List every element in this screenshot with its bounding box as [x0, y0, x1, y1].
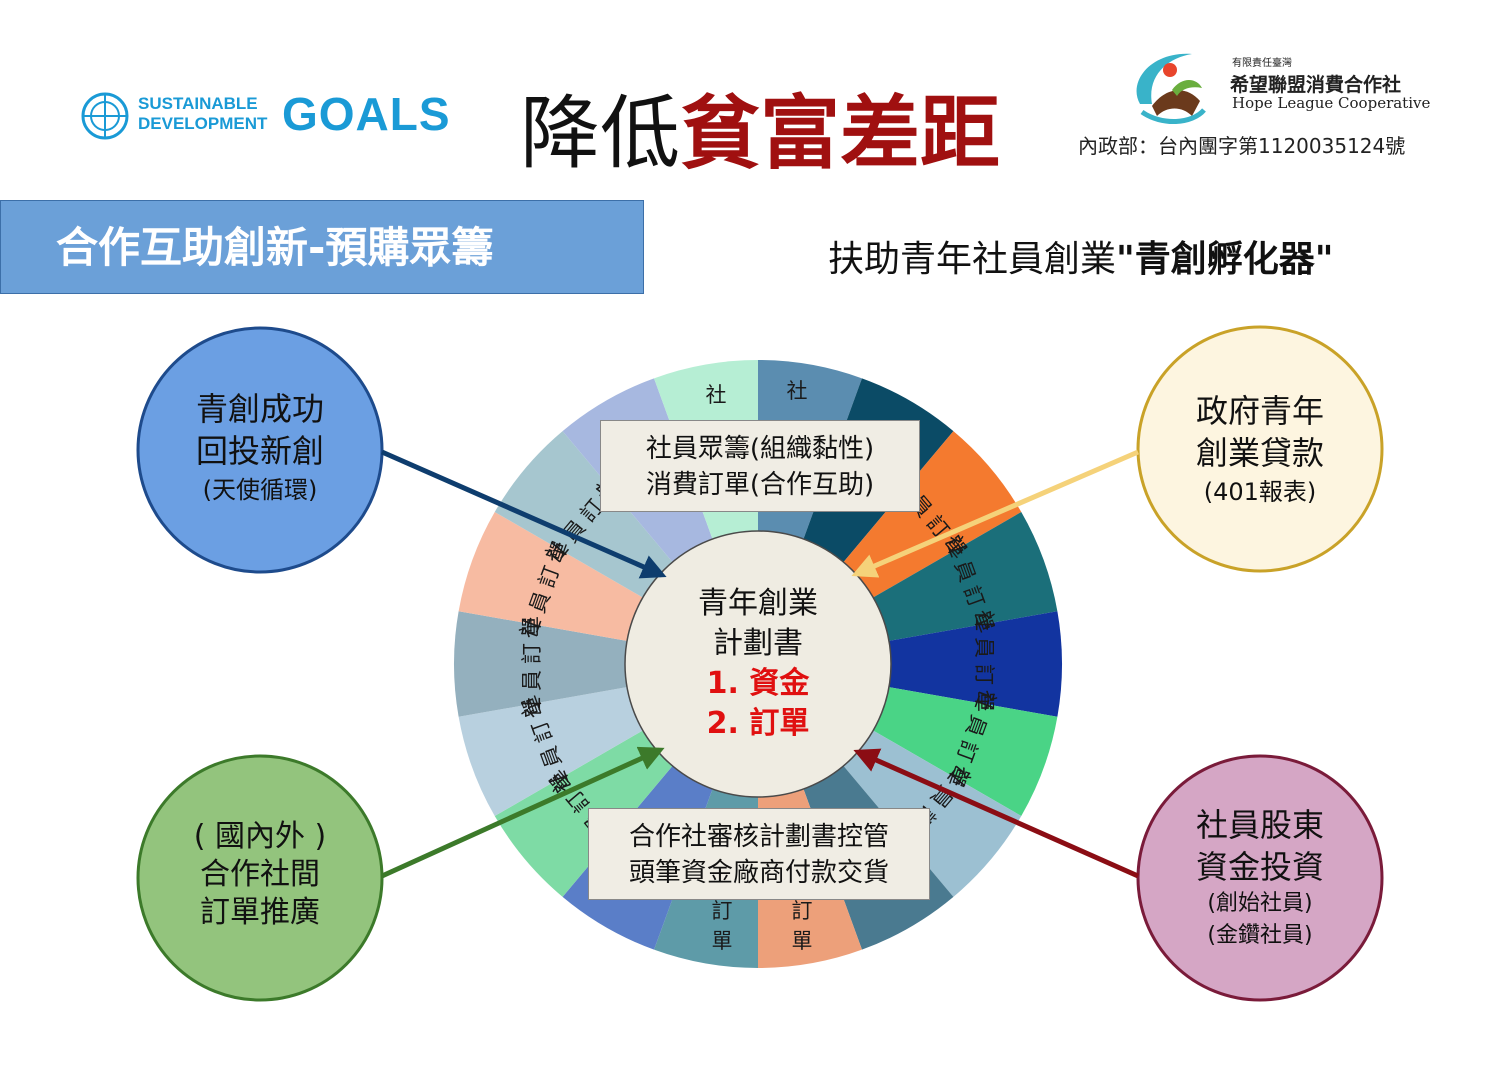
bubble-bottom-left — [136, 754, 384, 1002]
bubble-top-left-text: 青創成功 回投新創 (天使循環) — [138, 388, 382, 508]
center-line1: 青年創業 — [698, 586, 818, 621]
arrow-top-right — [851, 449, 1139, 578]
bottom-info-box: 合作社審核計劃書控管 頭筆資金廠商付款交貨 — [588, 808, 930, 900]
bubble-top-left — [136, 326, 384, 574]
bubble-top-left-line3: (天使循環) — [202, 476, 318, 504]
subtitle-bold: "青創孵化器" — [1116, 239, 1334, 280]
un-emblem-icon — [81, 92, 129, 140]
bubble-top-right-line2: 創業貸款 — [1195, 434, 1324, 472]
bubble-top-right-line1: 政府青年 — [1195, 392, 1324, 430]
arrow-bottom-right — [853, 748, 1140, 879]
sdg-logo: SUSTAINABLE DEVELOPMENT GOALS — [80, 90, 450, 140]
bubble-bottom-right-line1: 社員股東 — [1195, 806, 1324, 844]
title-red: 貧富差距 — [680, 87, 1000, 180]
bubble-top-left-line2: 回投新創 — [195, 432, 324, 470]
bubble-bottom-right-line2: 資金投資 — [1195, 848, 1324, 886]
wedge-13 — [453, 611, 758, 717]
top-info-box: 社員眾籌(組織黏性) 消費訂單(合作互助) — [600, 420, 920, 512]
bubble-bottom-right — [1136, 754, 1384, 1002]
wedge-label-top-b: 社 — [787, 379, 808, 403]
bubble-bottom-left-text: ( 國內外 ) 合作社間 訂單推廣 — [138, 818, 382, 932]
wedge-label-13: 社員訂單 — [520, 610, 544, 718]
sdg-line2: DEVELOPMENT — [138, 114, 268, 133]
arrow-top-left — [380, 449, 667, 579]
center-circle — [624, 530, 892, 798]
bubble-top-left-line1: 青創成功 — [195, 390, 324, 428]
coop-small-text: 有限責任臺灣 — [1232, 58, 1292, 69]
subtitle: 扶助青年社員創業"青創孵化器" — [828, 230, 1334, 282]
wedge-label-bottom-b: 訂單 — [792, 899, 813, 953]
arrow-bottom-left — [380, 746, 665, 879]
page-title: 降低貧富差距 — [520, 88, 1000, 180]
bubble-bottom-left-line3: 訂單推廣 — [200, 895, 320, 930]
arrows — [380, 449, 1140, 879]
center-item2: 2. 訂單 — [706, 706, 810, 741]
coop-logo: 有限責任臺灣 希望聯盟消費合作社 Hope League Cooperative — [1122, 46, 1442, 126]
bubble-bottom-left-line1: ( 國內外 ) — [193, 819, 327, 854]
wedge-4 — [758, 611, 1063, 717]
top-box-line2: 消費訂單(合作互助) — [645, 470, 875, 500]
coop-name-en: Hope League Cooperative — [1232, 94, 1431, 112]
coop-emblem-icon — [1136, 53, 1206, 125]
bottom-box-line2: 頭筆資金廠商付款交貨 — [628, 858, 889, 888]
bottom-box-line1: 合作社審核計劃書控管 — [628, 822, 889, 852]
registration-number: 內政部：台內團字第1120035124號 — [1078, 134, 1406, 158]
coop-name-cn: 希望聯盟消費合作社 — [1230, 74, 1402, 96]
wedge-label-4: 社員訂單 — [972, 610, 996, 718]
bubble-top-right — [1136, 325, 1384, 573]
bubble-bottom-left-line2: 合作社間 — [200, 857, 320, 892]
title-black: 降低 — [520, 87, 680, 180]
bubble-bottom-right-text: 社員股東 資金投資 (創始社員) (金鑽社員) — [1138, 804, 1382, 952]
subtitle-prefix: 扶助青年社員創業 — [828, 239, 1117, 280]
outer-bubbles — [136, 325, 1384, 1002]
sdg-goals: GOALS — [282, 88, 451, 140]
wedge-label-top-a: 社 — [706, 383, 727, 407]
bubble-top-right-text: 政府青年 創業貸款 (401報表) — [1138, 390, 1382, 510]
sdg-line1: SUSTAINABLE — [138, 94, 258, 113]
section-banner-title: 合作互助創新-預購眾籌 — [56, 223, 494, 272]
section-banner — [0, 200, 644, 294]
center-line2: 計劃書 — [713, 626, 803, 661]
bubble-top-right-line3: (401報表) — [1203, 478, 1317, 506]
top-box-line1: 社員眾籌(組織黏性) — [645, 434, 875, 464]
wedge-label-bottom-a: 訂單 — [712, 899, 733, 953]
bubble-bottom-right-line4: (金鑽社員) — [1207, 923, 1313, 948]
bubble-bottom-right-line3: (創始社員) — [1207, 891, 1313, 916]
center-item1: 1. 資金 — [706, 666, 810, 701]
center-text: 青年創業 計劃書 1. 資金 2. 訂單 — [640, 584, 876, 744]
